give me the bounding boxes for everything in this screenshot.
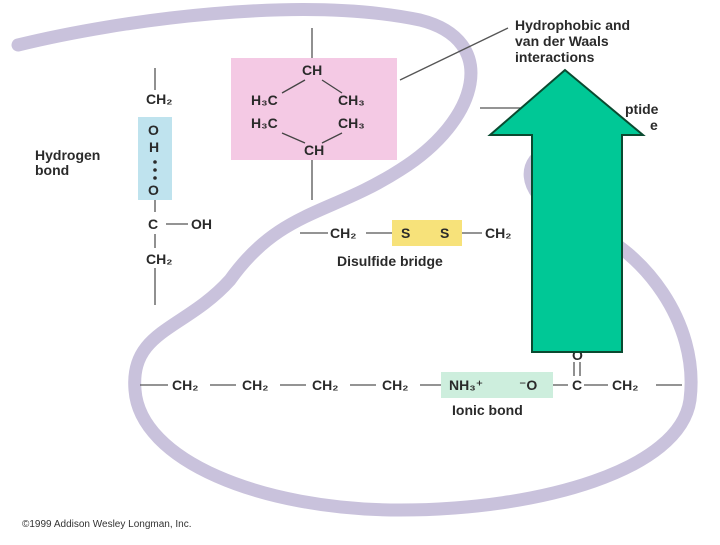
up-arrow-overlay [487,68,646,353]
hydrogen-ch2-top: CH₂ [146,91,172,107]
hydrogen-oh: OH [191,216,212,232]
hydrophobic-label-2: van der Waals [515,33,609,49]
hydrophobic-label-3: interactions [515,49,595,65]
bond-ch-h3c [281,79,306,94]
bond-h3c-ch [281,132,306,144]
hydrogen-o-bottom: O [148,182,159,198]
ionic-bond-label: Ionic bond [452,402,523,418]
hydrophobic-top-ch: CH [302,62,322,78]
disulfide-s1: S [401,225,410,241]
ribbon-top-loop [11,3,698,517]
hydrophobic-bottom-ch: CH [304,142,324,158]
disulfide-box [392,220,462,246]
copyright-text: ©1999 Addison Wesley Longman, Inc. [22,519,192,530]
hbond-dot-3 [153,176,157,180]
hydrophobic-h3c-2: H₃C [251,115,278,131]
ionic-ch2-4: CH₂ [382,377,408,393]
hydrophobic-box [231,58,397,160]
hydrogen-bond-label-1: Hydrogen [35,147,100,163]
bond-ch-ch3 [321,79,343,94]
disulfide-ch2-right: CH₂ [485,225,511,241]
peptide-label-partial-2: e [650,117,658,133]
disulfide-ch2-left: CH₂ [330,225,356,241]
ionic-ch2-3: CH₂ [312,377,338,393]
hydrogen-c: C [148,216,158,232]
hydrophobic-h3c-1: H₃C [251,92,278,108]
hydrogen-dots [153,160,157,180]
ionic-nh3: NH₃⁺ [449,377,483,393]
hydrophobic-ch3-1: CH₃ [338,92,365,108]
ionic-ch2-5: CH₂ [612,377,638,393]
bond-ch3-ch [321,132,343,144]
hydrophobic-pointer-line [399,27,509,81]
hbond-dot-2 [153,168,157,172]
ionic-c: C [572,377,582,393]
ionic-ch2-1: CH₂ [172,377,198,393]
hydrophobic-inner-bonds [281,79,343,144]
hydrogen-bond-box [138,117,172,200]
ionic-bond-box [441,372,553,398]
hydrophobic-label-1: Hydrophobic and [515,17,630,33]
disulfide-s2: S [440,225,449,241]
backbone-ribbon [11,3,698,517]
disulfide-bridge-label: Disulfide bridge [337,253,443,269]
hbond-dot-1 [153,160,157,164]
ionic-o-double: O [572,347,583,363]
hydrogen-ch2-bottom: CH₂ [146,251,172,267]
hydrogen-o-top: O [148,122,159,138]
hydrogen-bond-label-2: bond [35,162,69,178]
hydrophobic-ch3-2: CH₃ [338,115,365,131]
ionic-ch2-2: CH₂ [242,377,268,393]
hydrogen-h: H [149,139,159,155]
ionic-o-minus: ⁻O [519,377,537,393]
peptide-label-partial-1: ptide [625,101,659,117]
